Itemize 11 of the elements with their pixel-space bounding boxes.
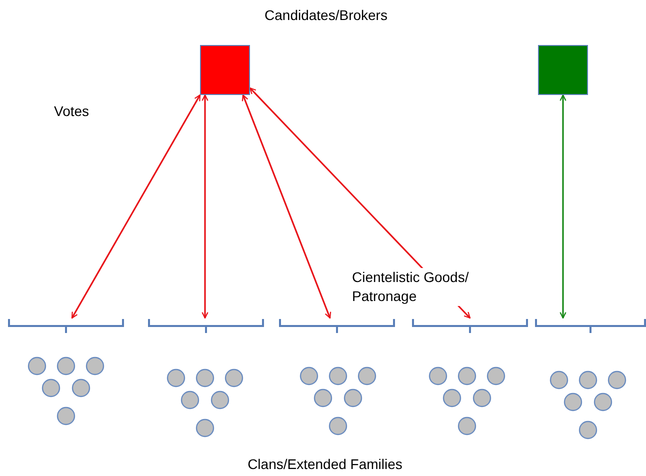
double-arrow: [242, 94, 332, 319]
bracket: [148, 318, 264, 334]
double-arrow: [202, 94, 208, 319]
double-arrow: [560, 94, 566, 319]
bracket: [8, 318, 124, 334]
double-arrow: [71, 94, 201, 319]
bracket: [535, 318, 646, 334]
bracket: [279, 318, 395, 334]
candidate-square: [538, 45, 588, 95]
candidate-square: [200, 45, 250, 95]
bracket: [412, 318, 528, 334]
